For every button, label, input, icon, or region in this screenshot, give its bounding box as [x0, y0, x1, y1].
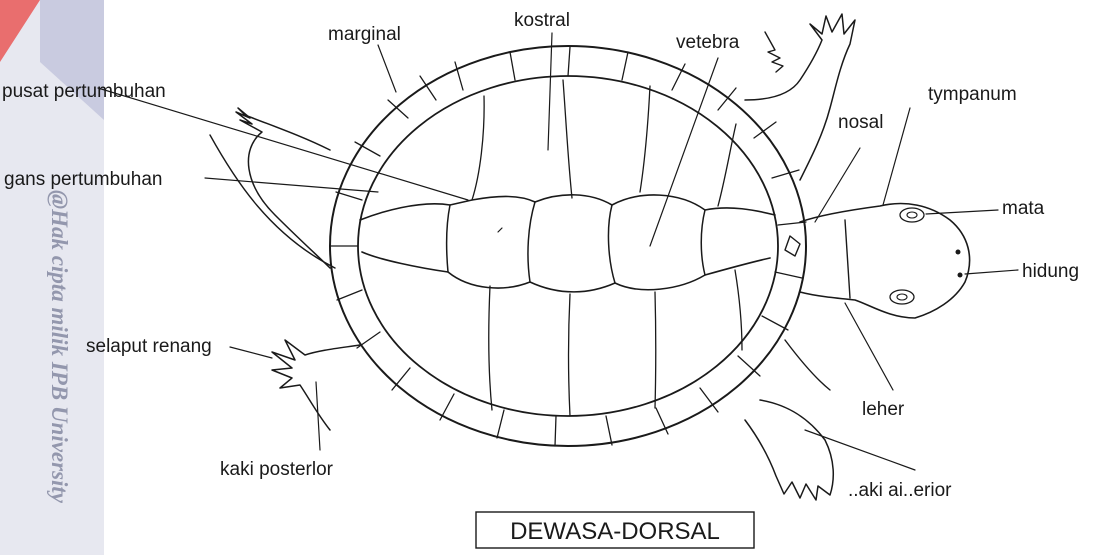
eye-lower — [890, 290, 914, 304]
label-leher: leher — [862, 399, 905, 420]
top-claws — [765, 32, 783, 72]
label-gans-pertumbuhan: gans pertumbuhan — [4, 169, 162, 190]
growth-center-mark — [498, 228, 502, 232]
eye-upper — [900, 208, 924, 222]
nostril-upper — [956, 250, 961, 255]
label-vetebra: vetebra — [676, 32, 740, 53]
label-selaput-renang: selaput renang — [86, 336, 212, 357]
nosal-scute — [785, 236, 800, 256]
vertebral-lower-edge — [362, 252, 770, 292]
label-kostral: kostral — [514, 10, 570, 31]
label-tympanum: tympanum — [928, 84, 1017, 105]
caption: DEWASA-DORSAL — [476, 512, 754, 548]
label-pusat-pertumbuhan: pusat pertumbuhan — [2, 81, 166, 102]
vertebral-scute-dividers — [447, 202, 705, 283]
marginal-scute-lines — [330, 47, 806, 446]
labels: marginal kostral vetebra pusat pertumbuh… — [2, 10, 1079, 501]
rear-left-leg — [236, 108, 330, 268]
label-kaki-anterior: ..aki ai..erior — [848, 480, 952, 501]
shell-outer — [330, 46, 806, 446]
caption-text: DEWASA-DORSAL — [510, 518, 720, 545]
nostril-lower — [958, 273, 963, 278]
neck-line — [845, 220, 850, 298]
label-nosal: nosal — [838, 112, 883, 133]
left-flipper-edge — [210, 135, 335, 268]
label-mata: mata — [1002, 198, 1045, 219]
label-kaki-posterior: kaki posterlor — [220, 459, 334, 480]
front-left-flipper — [745, 400, 833, 500]
label-hidung: hidung — [1022, 261, 1079, 282]
front-right-flipper — [745, 14, 855, 180]
anterior-leg-edge — [785, 340, 830, 390]
label-marginal: marginal — [328, 24, 401, 45]
watermark-text: @Hak cipta milik IPB University — [47, 190, 72, 504]
head-neck-outline — [800, 204, 970, 318]
vertebral-upper-edge — [360, 195, 775, 220]
